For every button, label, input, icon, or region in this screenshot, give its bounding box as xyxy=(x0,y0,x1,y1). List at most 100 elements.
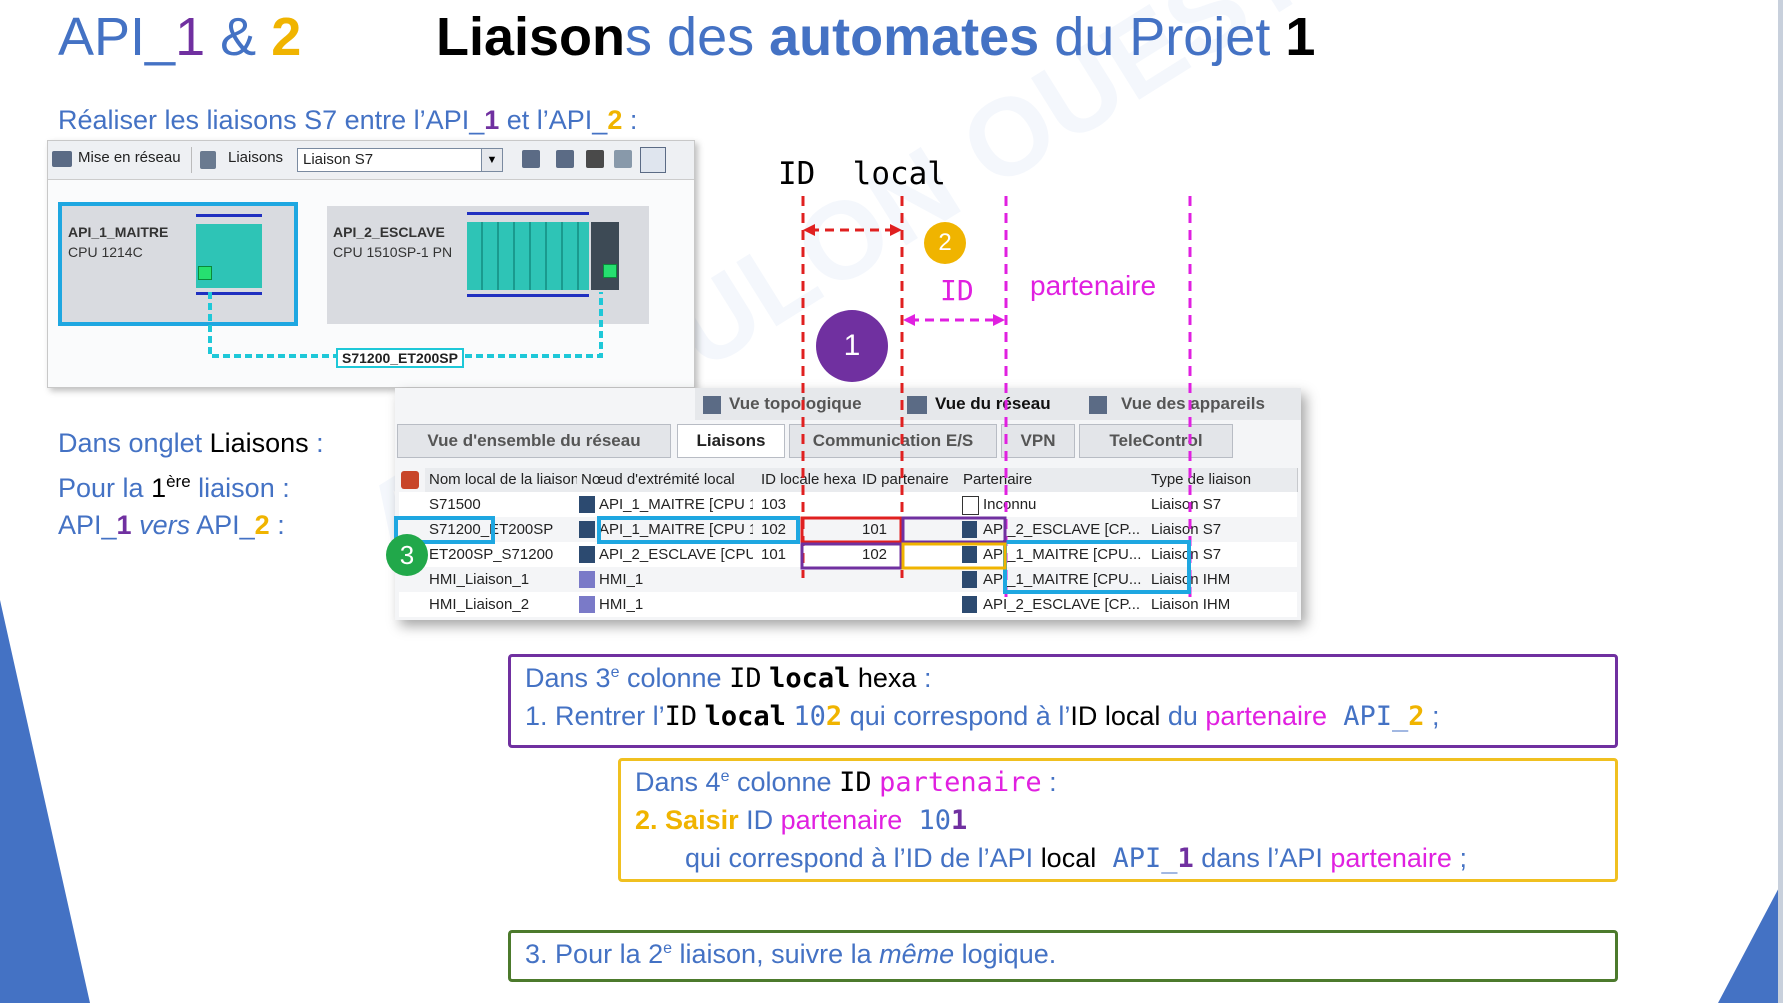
cell-partenaire[interactable]: API_2_ESCLAVE [CP... xyxy=(983,596,1141,613)
label-id: ID xyxy=(940,274,974,307)
instruction-box-3: 3. Pour la 2e liaison, suivre la même lo… xyxy=(508,930,1618,982)
view-tab-topology[interactable]: Vue topologique xyxy=(729,394,862,413)
cell-noeud-local[interactable]: API_1_MAITRE [CPU 121... xyxy=(599,496,753,513)
mise-en-reseau-button[interactable]: Mise en réseau xyxy=(78,149,181,166)
liaisons-button[interactable]: Liaisons xyxy=(228,149,284,166)
col-header-id-locale-hexa[interactable]: ID locale hexa xyxy=(757,468,859,492)
toolbar-tool-2-icon[interactable] xyxy=(556,150,574,168)
title-api: API_ xyxy=(58,7,176,67)
device-api-1-maitre[interactable]: API_1_MAITRE CPU 1214C xyxy=(58,202,298,326)
cell-type-liaison[interactable]: Liaison IHM xyxy=(1151,596,1231,613)
toolbar-tool-5-icon[interactable] xyxy=(640,147,666,173)
box1-l2-c: du xyxy=(1160,701,1206,731)
box2-l3-n: 1 xyxy=(1177,843,1194,874)
connections-panel: Vue topologique Vue du réseau Vue des ap… xyxy=(395,388,1301,620)
cell-type-liaison[interactable]: Liaison S7 xyxy=(1151,521,1222,538)
plc-2-top-bar xyxy=(467,212,589,215)
box1-l1-b: colonne xyxy=(619,663,730,693)
cell-noeud-local[interactable]: API_1_MAITRE [CPU 121... xyxy=(599,521,753,538)
pour-la: Pour la xyxy=(58,473,152,503)
cell-nom-local[interactable]: ET200SP_S71200 xyxy=(429,546,554,563)
table-row[interactable] xyxy=(399,592,1297,617)
box2-line3: qui correspond à l’ID de l’API local API… xyxy=(685,843,1467,874)
cell-nom-local[interactable]: HMI_Liaison_2 xyxy=(429,596,530,613)
tab-telecontrol[interactable]: TeleControl xyxy=(1079,424,1233,458)
cell-id-locale-hexa[interactable]: 102 xyxy=(761,521,787,538)
col-header-noeud-local[interactable]: Nœud d'extrémité local xyxy=(577,468,758,492)
topology-icon xyxy=(703,396,721,414)
col-header-id-partenaire[interactable]: ID partenaire xyxy=(858,468,960,492)
cell-nom-local[interactable]: S71500 xyxy=(429,496,481,513)
cell-id-partenaire[interactable]: 102 xyxy=(862,546,888,563)
cell-partenaire[interactable]: API_1_MAITRE [CPU... xyxy=(983,571,1142,588)
connection-label[interactable]: S71200_ET200SP xyxy=(336,348,464,368)
badge-1: 1 xyxy=(816,310,888,382)
box1-l2-local2: local xyxy=(1097,701,1161,731)
cell-id-locale-hexa[interactable]: 103 xyxy=(761,496,787,513)
cell-type-liaison[interactable]: Liaison S7 xyxy=(1151,546,1222,563)
node-icon xyxy=(579,546,595,563)
col-header-type-liaison[interactable]: Type de liaison xyxy=(1147,468,1298,492)
tab-vue-ensemble[interactable]: Vue d'ensemble du réseau xyxy=(397,424,671,458)
box1-l2-val-a: 10 xyxy=(793,701,826,732)
cell-noeud-local[interactable]: HMI_1 xyxy=(599,571,644,588)
subtitle-part1: Réaliser les liaisons xyxy=(58,105,305,135)
view-tab-network[interactable]: Vue du réseau xyxy=(935,394,1051,413)
title-projet-number: 1 xyxy=(1285,7,1316,67)
partner-icon xyxy=(962,571,977,588)
title-ampersand: & xyxy=(220,7,257,67)
toolbar-tool-1-icon[interactable] xyxy=(522,150,540,168)
title-left: API_1 & 2 xyxy=(58,6,301,68)
cell-id-locale-hexa[interactable]: 101 xyxy=(761,546,787,563)
device-1-name: API_1_MAITRE xyxy=(68,224,169,240)
highlight-partner-api1 xyxy=(1003,540,1191,594)
tab-liaisons[interactable]: Liaisons xyxy=(677,424,785,458)
toolbar-tool-4-icon[interactable] xyxy=(614,150,632,168)
cell-type-liaison[interactable]: Liaison S7 xyxy=(1151,496,1222,513)
cell-nom-local[interactable]: HMI_Liaison_1 xyxy=(429,571,530,588)
pour-la-text: Pour la 1ère liaison : xyxy=(58,472,290,504)
subtitle: Réaliser les liaisons S7 entre l’API_1 e… xyxy=(58,105,637,136)
box3-b: liaison, suivre la xyxy=(672,939,880,969)
cell-partenaire[interactable]: Inconnu xyxy=(983,496,1037,513)
network-view-panel: Mise en réseau Liaisons Liaison S7 ▼ API… xyxy=(47,140,695,388)
id-local-arrowhead-right xyxy=(890,224,902,236)
plc-2-server-module xyxy=(591,222,619,290)
liaison-type-select[interactable]: Liaison S7 ▼ xyxy=(297,148,503,172)
partner-icon xyxy=(962,521,977,538)
connections-icon xyxy=(200,151,216,169)
cell-id-partenaire[interactable]: 101 xyxy=(862,521,888,538)
cell-partenaire[interactable]: API_1_MAITRE [CPU... xyxy=(983,546,1142,563)
box2-l3-api: API_ xyxy=(1096,843,1178,874)
filter-icon[interactable] xyxy=(401,471,419,489)
cell-partenaire[interactable]: API_2_ESCLAVE [CP... xyxy=(983,521,1141,538)
cell-noeud-local[interactable]: HMI_1 xyxy=(599,596,644,613)
plc-2-module xyxy=(467,222,589,290)
subtitle-part4: : xyxy=(622,105,638,135)
first-number: 1 xyxy=(151,473,167,503)
tab-communication-es[interactable]: Communication E/S xyxy=(789,424,997,458)
box1-l2-api: API_ xyxy=(1327,701,1409,732)
box2-l3-part: partenaire xyxy=(1330,843,1452,873)
badge-3: 3 xyxy=(386,534,428,576)
col-header-partenaire[interactable]: Partenaire xyxy=(959,468,1148,492)
api1-number: 1 xyxy=(116,510,132,540)
tab-vpn[interactable]: VPN xyxy=(1001,424,1075,458)
box2-l1-b: colonne xyxy=(729,767,840,797)
table-row[interactable] xyxy=(399,542,1297,567)
table-row[interactable] xyxy=(399,492,1297,517)
box1-l1-hexa: hexa xyxy=(850,663,917,693)
view-tab-devices[interactable]: Vue des appareils xyxy=(1121,394,1265,413)
cell-noeud-local[interactable]: API_2_ESCLAVE [CPU 15... xyxy=(599,546,753,563)
network-canvas: API_1_MAITRE CPU 1214C API_2_ESCLAVE CPU… xyxy=(48,180,694,387)
page-title: Liaisons des automates du Projet 1 xyxy=(436,6,1315,68)
subtitle-s7: S7 xyxy=(304,105,338,135)
vers-word: vers xyxy=(139,510,191,540)
device-api-2-esclave[interactable]: API_2_ESCLAVE CPU 1510SP-1 PN xyxy=(327,206,649,324)
toolbar-tool-3-icon[interactable] xyxy=(586,150,604,168)
badge-2: 2 xyxy=(924,222,966,264)
chevron-down-icon[interactable]: ▼ xyxy=(481,149,502,171)
box2-l2-part: partenaire xyxy=(773,805,903,835)
table-row[interactable] xyxy=(399,517,1297,542)
table-row[interactable] xyxy=(399,567,1297,592)
